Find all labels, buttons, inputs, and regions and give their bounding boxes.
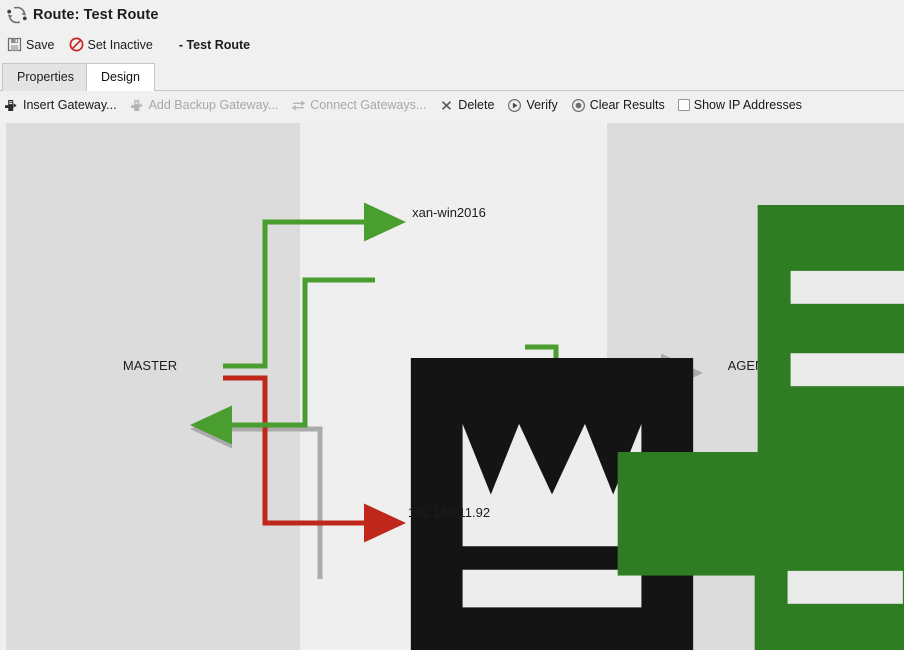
tab-properties[interactable]: Properties bbox=[2, 63, 89, 91]
node-gateway2-label: 192.168.11.92 bbox=[407, 505, 491, 520]
connection-green-master-to-gateway1[interactable] bbox=[223, 202, 406, 369]
save-label: Save bbox=[26, 37, 55, 52]
window-titlebar: Route: Test Route bbox=[0, 0, 904, 30]
add-backup-gateway-label: Add Backup Gateway... bbox=[148, 98, 279, 112]
tab-design-label: Design bbox=[101, 70, 140, 84]
gateway-insert-icon bbox=[5, 99, 17, 111]
verify-label: Verify bbox=[526, 98, 558, 112]
route-circle-icon bbox=[7, 6, 27, 24]
circle-play-icon bbox=[508, 98, 522, 112]
verify-button[interactable]: Verify bbox=[507, 98, 558, 113]
add-backup-gateway-button[interactable]: Add Backup Gateway... bbox=[130, 98, 279, 113]
save-button[interactable]: Save bbox=[7, 37, 55, 52]
clear-results-button[interactable]: Clear Results bbox=[571, 98, 665, 113]
tab-design[interactable]: Design bbox=[86, 63, 155, 92]
node-master-label: MASTER bbox=[122, 358, 178, 373]
set-inactive-button[interactable]: Set Inactive bbox=[69, 37, 153, 52]
insert-gateway-button[interactable]: Insert Gateway... bbox=[4, 98, 117, 113]
route-name-label: - Test Route bbox=[178, 37, 251, 52]
gateway-server-icon bbox=[754, 505, 904, 650]
gateway-backup-icon bbox=[130, 99, 143, 111]
node-gateway-xan-win2016[interactable]: xan-win2016 bbox=[388, 205, 904, 650]
clear-results-label: Clear Results bbox=[589, 98, 665, 112]
insert-gateway-label: Insert Gateway... bbox=[23, 98, 117, 112]
delete-label: Delete bbox=[458, 98, 495, 112]
show-ip-addresses-label: Show IP Addresses bbox=[693, 98, 802, 112]
connection-gray-to-master[interactable] bbox=[190, 409, 323, 579]
tab-strip: Properties Design bbox=[0, 62, 904, 92]
connect-gateways-button[interactable]: Connect Gateways... bbox=[291, 98, 426, 113]
no-entry-icon bbox=[69, 37, 83, 52]
connect-gateways-label: Connect Gateways... bbox=[310, 98, 427, 112]
checkbox-box[interactable] bbox=[677, 99, 690, 111]
connection-green-gateway1-return[interactable] bbox=[277, 277, 375, 428]
set-inactive-label: Set Inactive bbox=[87, 37, 153, 52]
connection-red-master-to-gateway2[interactable] bbox=[223, 375, 406, 543]
node-gateway-192-168-11-92[interactable]: 192.168.11.92 bbox=[385, 505, 904, 650]
master-lane bbox=[6, 123, 300, 650]
node-master[interactable]: MASTER bbox=[100, 358, 694, 650]
design-toolbar: Insert Gateway... Add Backup Gateway... … bbox=[0, 91, 904, 119]
tab-properties-label: Properties bbox=[17, 70, 74, 84]
route-design-canvas[interactable]: MASTER AGENT xan-win2016 bbox=[0, 123, 904, 650]
connect-arrows-icon bbox=[292, 100, 306, 110]
delete-button[interactable]: Delete bbox=[439, 98, 494, 113]
window-title: Route: Test Route bbox=[33, 7, 159, 23]
node-gateway1-label: xan-win2016 bbox=[412, 205, 486, 220]
action-bar: Save Set Inactive - Test Route bbox=[0, 30, 904, 59]
x-mark-icon bbox=[442, 100, 452, 110]
save-disk-icon bbox=[7, 37, 22, 52]
circle-target-icon bbox=[571, 98, 585, 112]
show-ip-addresses-checkbox[interactable]: Show IP Addresses bbox=[677, 98, 802, 112]
